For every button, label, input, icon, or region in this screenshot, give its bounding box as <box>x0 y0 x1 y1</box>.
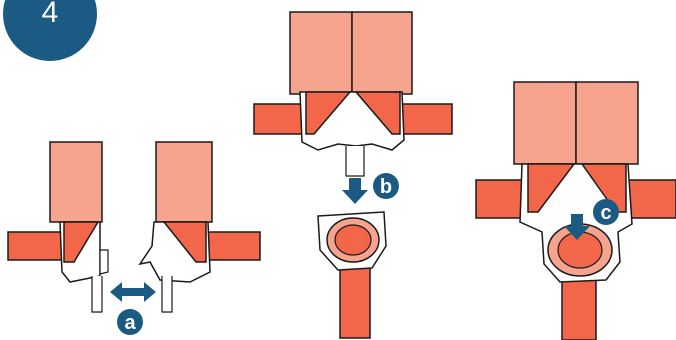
right-strap <box>205 231 261 261</box>
callout-c: c <box>593 199 619 225</box>
engage-arrow-icon <box>564 214 590 240</box>
right-tongue <box>161 276 173 313</box>
panel-b-insert: b <box>253 11 453 339</box>
clip-right <box>354 91 401 135</box>
left-tongue <box>91 276 103 313</box>
left-buckle-half <box>7 141 109 313</box>
callout-c-circle <box>593 199 619 225</box>
handle-right <box>575 81 639 165</box>
separate-arrow-icon <box>110 282 156 302</box>
right-buckle-half <box>138 141 261 313</box>
left-latch <box>99 249 109 275</box>
receiver-button <box>334 224 372 256</box>
receiver-strap <box>339 261 371 339</box>
clip-left <box>527 163 576 213</box>
tongue <box>345 146 365 177</box>
left-strap <box>7 231 67 261</box>
panel-a-separate: a <box>7 141 261 335</box>
receiver <box>317 211 387 339</box>
callout-a-circle <box>117 309 143 335</box>
button <box>557 231 603 269</box>
handle-right <box>351 11 413 95</box>
callout-a: a <box>117 309 143 335</box>
right-handle <box>155 141 213 223</box>
step-number: 4 <box>42 0 59 29</box>
callout-b-label: b <box>380 176 392 198</box>
right-clip <box>162 221 207 263</box>
panel-c-engaged: c <box>475 81 676 340</box>
insert-arrow-icon <box>342 178 368 204</box>
callout-a-label: a <box>124 312 136 334</box>
left-handle <box>49 141 103 223</box>
clip-left <box>305 91 352 135</box>
callout-c-label: c <box>600 202 611 224</box>
strap-right <box>395 103 453 135</box>
step-badge: 4 <box>3 0 97 61</box>
left-clip <box>63 221 100 263</box>
clip-right <box>580 163 627 213</box>
top-assembly <box>253 11 453 177</box>
callout-b: b <box>373 173 399 199</box>
step-badge-circle <box>3 0 97 61</box>
handle-left <box>513 81 577 165</box>
handle-left <box>289 11 353 95</box>
callout-b-circle <box>373 173 399 199</box>
